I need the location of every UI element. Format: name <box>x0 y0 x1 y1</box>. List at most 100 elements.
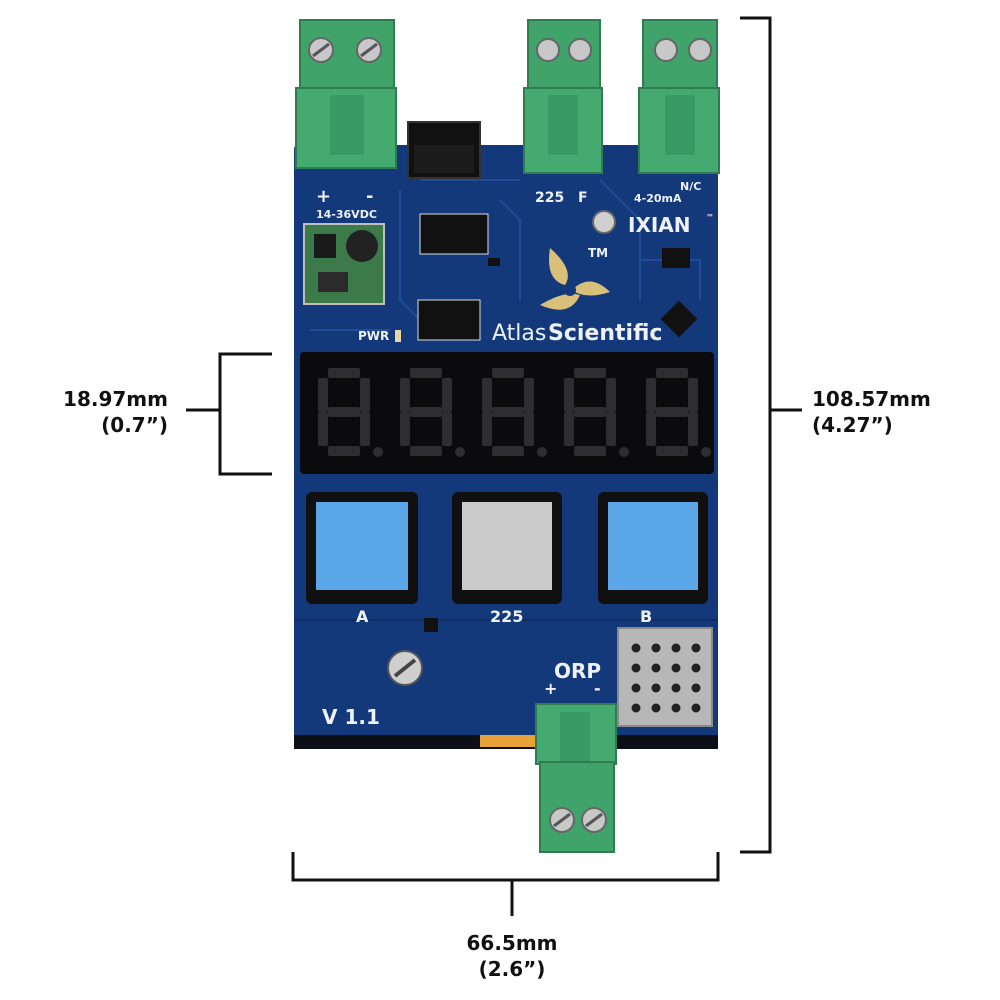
shield-hole <box>631 663 641 673</box>
dimension-line-total-height <box>740 16 802 854</box>
digit-3-segment <box>492 368 524 378</box>
output-225-label: 225 <box>535 190 564 206</box>
button-225-label: 225 <box>490 607 523 626</box>
output-nc-label: N/C <box>680 180 701 193</box>
shield-hole <box>671 683 681 693</box>
total-width-mm: 66.5mm <box>466 931 558 955</box>
button-b-label: B <box>640 607 652 626</box>
shield-hole <box>691 703 701 713</box>
power-minus-label: - <box>366 186 373 207</box>
digit-4-segment <box>564 412 574 446</box>
shield-hole <box>671 663 681 673</box>
shield-hole <box>651 683 661 693</box>
digit-2-segment <box>442 412 452 446</box>
button-a[interactable] <box>306 492 418 604</box>
probe-label: ORP <box>554 659 601 683</box>
shield-hole <box>631 643 641 653</box>
shield-hole <box>651 663 661 673</box>
shield-hole <box>691 643 701 653</box>
button-225[interactable] <box>452 492 562 604</box>
digit-4-segment <box>564 378 574 412</box>
total-height-dimension: 108.57mm (4.27”) <box>812 386 962 438</box>
display-height-inch: (0.7”) <box>101 413 168 437</box>
shield-hole <box>671 703 681 713</box>
button-a-label: A <box>356 607 369 626</box>
shield-hole <box>651 643 661 653</box>
digit-1-segment <box>328 446 360 456</box>
digit-3-segment <box>492 446 524 456</box>
digit-5-segment <box>688 412 698 446</box>
power-terminal-block <box>295 19 397 169</box>
digit-1-segment <box>360 412 370 446</box>
ixian-tm: ™ <box>706 213 714 222</box>
digit-3-segment <box>482 412 492 446</box>
digit-5-segment <box>656 407 688 417</box>
total-width-inch: (2.6”) <box>478 957 546 981</box>
total-height-mm: 108.57mm <box>812 387 931 411</box>
digit-2-segment <box>400 378 410 412</box>
digit-1-decimal-point <box>373 447 383 457</box>
digit-3-decimal-point <box>537 447 547 457</box>
digit-3-segment <box>524 378 534 412</box>
pwr-led <box>395 330 401 342</box>
display-height-dimension: 18.97mm (0.7”) <box>40 386 168 438</box>
header-connector <box>407 121 481 179</box>
smd-component <box>424 618 438 632</box>
digit-1-segment <box>328 407 360 417</box>
button-b[interactable] <box>598 492 708 604</box>
digit-2-segment <box>400 412 410 446</box>
output-4-20-label: 4-20mA <box>634 192 682 205</box>
version-label: V 1.1 <box>322 705 380 729</box>
ic-chips <box>417 213 698 341</box>
atlas-logo-icon <box>540 248 610 310</box>
digit-2-segment <box>442 378 452 412</box>
total-width-dimension: 66.5mm (2.6”) <box>440 930 584 982</box>
shield-hole <box>631 683 641 693</box>
screw-icon <box>592 210 616 234</box>
power-plus-label: + <box>316 186 331 207</box>
shield-hole <box>651 703 661 713</box>
digit-4-segment <box>574 446 606 456</box>
ixian-brand: IXIAN <box>628 213 691 237</box>
digit-2-segment <box>410 407 442 417</box>
power-voltage-label: 14-36VDC <box>316 208 377 221</box>
digit-5-decimal-point <box>701 447 711 457</box>
digit-5-segment <box>656 446 688 456</box>
digit-5-segment <box>646 412 656 446</box>
shield-module <box>617 627 713 727</box>
digit-3-segment <box>492 407 524 417</box>
dimension-line-total-width <box>291 852 720 916</box>
digit-1-segment <box>360 378 370 412</box>
output-terminal-225 <box>523 19 603 174</box>
digit-2-segment <box>410 368 442 378</box>
shield-hole <box>631 703 641 713</box>
dimension-line-display-height <box>186 352 272 476</box>
digit-4-segment <box>574 407 606 417</box>
logo-tm: TM <box>588 246 608 260</box>
shield-hole <box>671 643 681 653</box>
screw-icon <box>387 650 423 686</box>
digit-5-segment <box>646 378 656 412</box>
pwr-label: PWR <box>358 329 389 343</box>
probe-terminal-block <box>535 703 617 853</box>
probe-minus-label: - <box>594 679 601 698</box>
display-height-mm: 18.97mm <box>63 387 168 411</box>
output-terminal-4-20ma <box>638 19 720 174</box>
digit-4-segment <box>606 412 616 446</box>
shield-hole <box>691 663 701 673</box>
digit-2-decimal-point <box>455 447 465 457</box>
seven-segment-display <box>300 352 714 474</box>
digit-3-segment <box>482 378 492 412</box>
brand-scientific: Scientific <box>548 321 662 346</box>
output-f-label: F <box>578 190 588 206</box>
digit-1-segment <box>318 412 328 446</box>
digit-4-segment <box>574 368 606 378</box>
digit-5-segment <box>656 368 688 378</box>
brand-atlas: Atlas <box>492 321 546 346</box>
total-height-inch: (4.27”) <box>812 413 893 437</box>
digit-1-segment <box>328 368 360 378</box>
probe-plus-label: + <box>544 679 557 698</box>
digit-2-segment <box>410 446 442 456</box>
digit-5-segment <box>688 378 698 412</box>
